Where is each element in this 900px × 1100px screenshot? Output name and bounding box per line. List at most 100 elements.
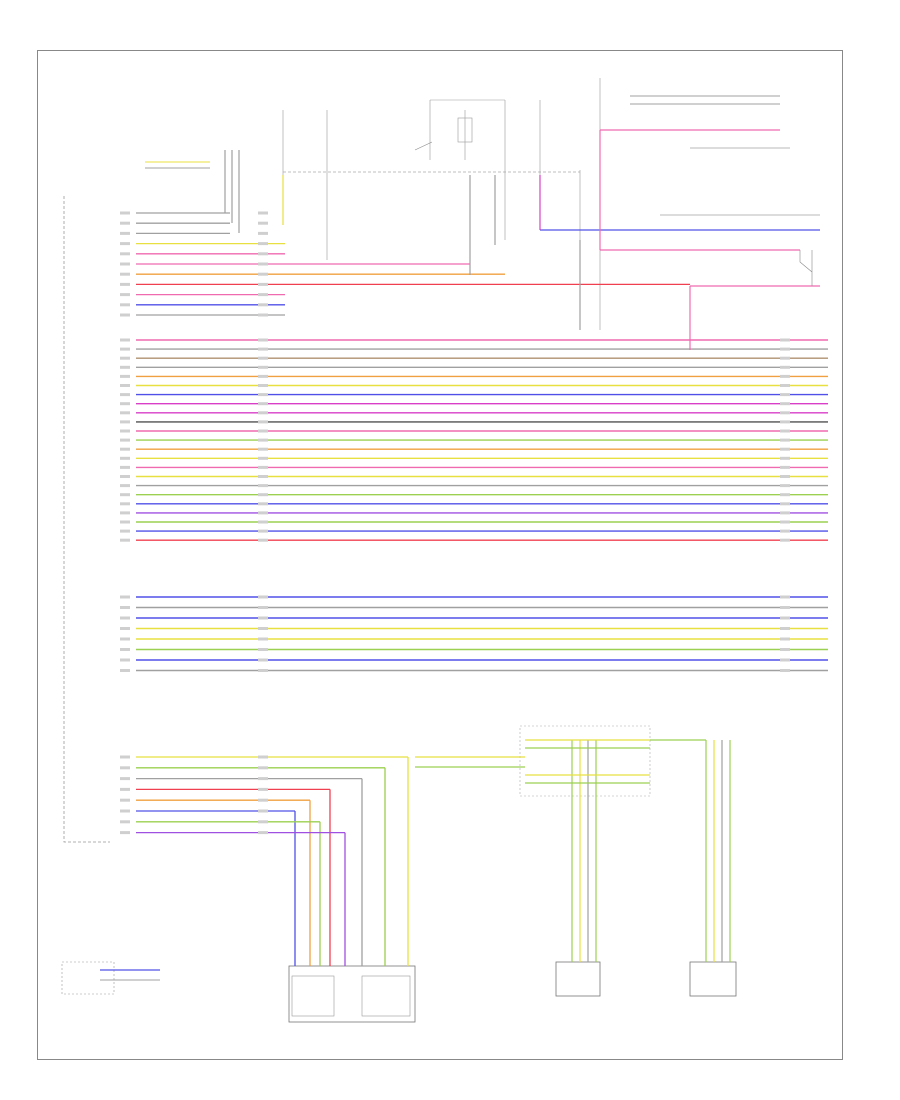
pin-marker (120, 493, 130, 497)
wire-label-marker (780, 637, 790, 641)
pin-marker (120, 648, 130, 651)
wire-label-marker (258, 777, 268, 781)
pin-marker (120, 438, 130, 442)
pin-marker (120, 356, 130, 360)
wire-label-marker (258, 447, 268, 451)
pin-marker (120, 787, 130, 791)
pin-marker (120, 293, 130, 297)
wire-label-marker (780, 438, 790, 442)
pin-marker (120, 365, 130, 369)
wire-label-marker (258, 303, 268, 307)
wire-label-marker (258, 798, 268, 802)
pin-marker (120, 242, 130, 246)
wire-label-marker (258, 658, 268, 662)
pin-marker (120, 456, 130, 460)
wire-label-marker (780, 627, 790, 630)
wire-label-marker (780, 648, 790, 651)
wire-label-marker (258, 262, 268, 266)
pin-marker (120, 221, 130, 225)
pin-marker (120, 616, 130, 620)
module-outline (63, 196, 110, 843)
pin-marker (120, 777, 130, 781)
secondary-harness-bus (120, 595, 828, 672)
wire-label-marker (258, 293, 268, 297)
pin-marker (120, 411, 130, 415)
pin-marker (120, 511, 130, 515)
wire-label-marker (258, 520, 268, 524)
pin-marker (120, 231, 130, 235)
wire-label-marker (258, 787, 268, 791)
connector-block (519, 725, 651, 797)
pin-marker (120, 831, 130, 835)
wire-label-marker (780, 338, 790, 342)
pin-marker (120, 538, 130, 542)
pin-marker (120, 766, 130, 770)
wire-label-marker (258, 393, 268, 397)
pin-marker (120, 338, 130, 342)
pedal-position-sensor-box (288, 965, 416, 1023)
sensor-element-b (361, 975, 411, 1017)
wire-label-marker (780, 658, 790, 662)
wire-label-marker (258, 221, 268, 225)
wire-label-marker (258, 493, 268, 497)
wire-label-marker (258, 429, 268, 433)
wire-label-marker (780, 520, 790, 524)
wire-label-marker (258, 538, 268, 542)
pin-marker (120, 347, 130, 351)
wire-label-marker (258, 252, 268, 256)
instrument-cluster-box (61, 961, 115, 995)
wire-label-marker (258, 484, 268, 488)
pin-marker (120, 211, 130, 215)
pin-marker (120, 447, 130, 451)
wire-label-marker (258, 831, 268, 835)
wire-label-marker (258, 606, 268, 609)
top-wire-group (120, 211, 690, 317)
pin-marker (120, 809, 130, 813)
wire-label-marker (258, 809, 268, 813)
pin-marker (120, 669, 130, 672)
wire-label-marker (258, 365, 268, 369)
wire-label-marker (780, 595, 790, 599)
pin-marker (120, 429, 130, 433)
wire-label-marker (780, 511, 790, 515)
wire-label-marker (258, 616, 268, 620)
pin-marker (120, 303, 130, 307)
pin-marker (120, 484, 130, 488)
wire-label-marker (258, 231, 268, 235)
wire-label-marker (258, 475, 268, 478)
wire-label-marker (780, 606, 790, 609)
pin-marker (120, 529, 130, 533)
wire-label-marker (780, 465, 790, 469)
pin-marker (120, 475, 130, 478)
wire-label-marker (780, 393, 790, 397)
wire-label-marker (258, 402, 268, 406)
pin-marker (120, 384, 130, 387)
wire-label-marker (258, 648, 268, 651)
wire-label-marker (258, 211, 268, 215)
wire-label-marker (780, 493, 790, 497)
wire-label-marker (258, 755, 268, 759)
wire-label-marker (258, 627, 268, 630)
pin-marker (120, 606, 130, 609)
wire-label-marker (780, 347, 790, 351)
steering-wheel-switch-box (689, 961, 737, 997)
wire-label-marker (258, 456, 268, 460)
wire-label-marker (258, 595, 268, 599)
wire-label-marker (258, 356, 268, 360)
pin-marker (120, 502, 130, 506)
pin-marker (120, 637, 130, 641)
wire-label-marker (780, 374, 790, 378)
diagram-frame (37, 50, 843, 1060)
pin-marker (120, 755, 130, 759)
wire-label-marker (258, 529, 268, 533)
wire-label-marker (780, 456, 790, 460)
wire-label-marker (258, 272, 268, 276)
wire-label-marker (258, 384, 268, 387)
wire-label-marker (780, 447, 790, 451)
wire-label-marker (258, 820, 268, 824)
sensor-element-a (291, 975, 335, 1017)
pin-marker (120, 595, 130, 599)
pin-marker (120, 820, 130, 824)
